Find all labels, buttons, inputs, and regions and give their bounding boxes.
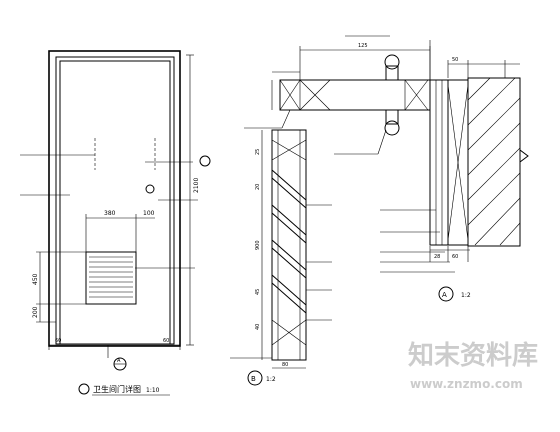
watermark-cn: 知末资料库 bbox=[408, 341, 538, 371]
dim-section-b-c: 45 bbox=[255, 289, 261, 295]
watermark-url: www.znzmo.com bbox=[410, 377, 523, 391]
section-b-scale: 1:2 bbox=[266, 376, 276, 383]
section-a: 50 28 60 A 1:2 bbox=[380, 40, 529, 302]
elevation-title-group: 卫生间门详图 1:10 bbox=[78, 383, 170, 396]
dim-door-height: 2100 bbox=[193, 178, 200, 193]
dim-louver-height: 450 bbox=[32, 273, 39, 285]
dim-door-width-left: 60 bbox=[55, 338, 61, 344]
dim-section-b-b: 20 bbox=[255, 184, 261, 190]
dim-section-b-a: 25 bbox=[255, 149, 261, 155]
dim-section-top: 125 bbox=[358, 43, 368, 49]
dim-section-depth: 50 bbox=[452, 57, 458, 63]
wall bbox=[467, 77, 521, 247]
dim-section-b-e: 80 bbox=[282, 362, 288, 368]
door-elevation: 2100 380 100 450 200 60 60 A bbox=[20, 50, 211, 371]
dim-section-b-g: 60 bbox=[452, 254, 458, 260]
dim-louver-width: 380 bbox=[104, 210, 116, 217]
elevation-marker: A bbox=[117, 358, 121, 364]
elevation-scale: 1:10 bbox=[146, 387, 160, 394]
louver bbox=[85, 251, 137, 305]
section-b: 125 25 20 900 45 bbox=[230, 35, 431, 386]
dim-section-a-mid: 900 bbox=[255, 240, 261, 250]
dim-section-b-d: 40 bbox=[255, 324, 261, 330]
dim-side-offset: 100 bbox=[143, 210, 155, 217]
elevation-title: 卫生间门详图 bbox=[93, 384, 141, 394]
section-a-label: A bbox=[442, 291, 447, 299]
dim-door-width-right: 60 bbox=[163, 338, 169, 344]
dim-section-b-f: 28 bbox=[434, 254, 440, 260]
watermark: 知末资料库 www.znzmo.com bbox=[398, 308, 560, 432]
door-handle bbox=[145, 184, 155, 194]
dim-bottom-offset: 200 bbox=[32, 306, 39, 318]
section-a-scale: 1:2 bbox=[461, 292, 471, 299]
section-b-label: B bbox=[251, 375, 256, 383]
